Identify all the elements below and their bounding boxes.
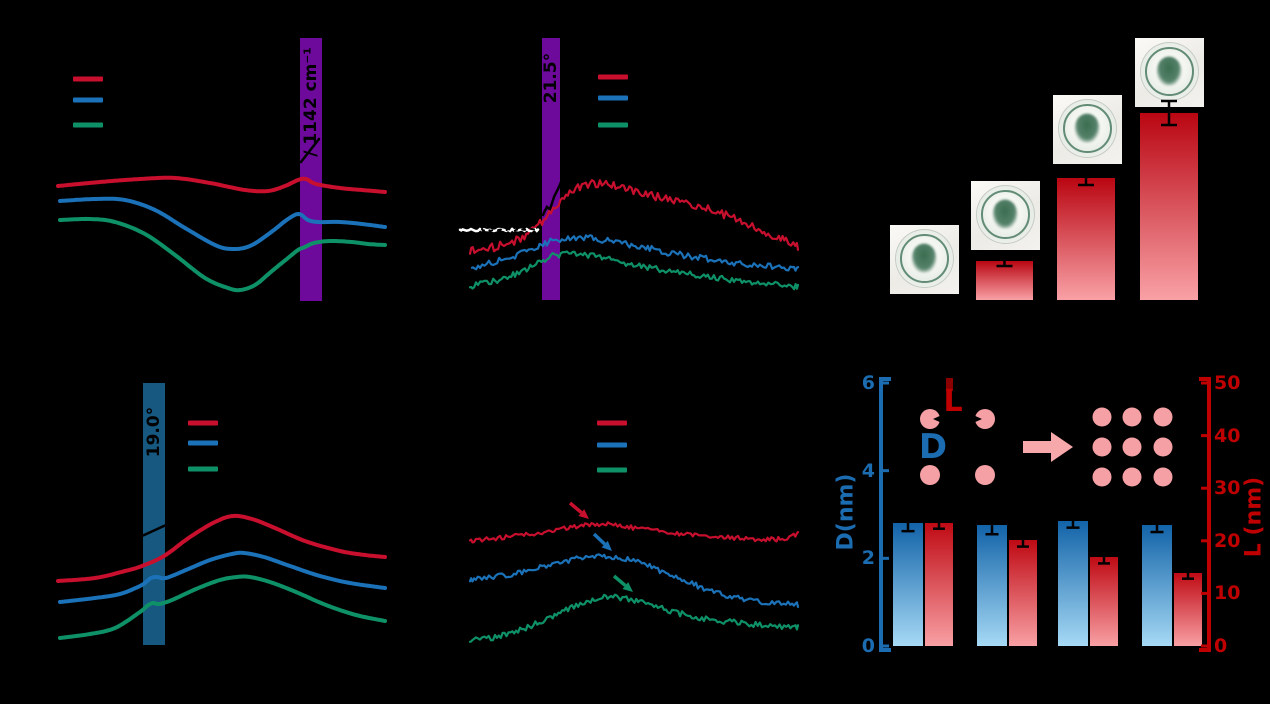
curve-d-green	[58, 574, 387, 640]
left-axis-title: D(nm)	[833, 473, 859, 551]
left-axis-tick-label: 4	[861, 459, 875, 482]
band-label-21-5: 21.5°	[541, 52, 561, 104]
curve-a-green	[58, 216, 387, 293]
legend-swatch-e-green	[597, 467, 627, 473]
annotation-b-2	[481, 227, 535, 233]
length-bar-4	[1174, 573, 1202, 646]
band-label-19-0: 19.0°	[144, 406, 164, 458]
university-seal	[894, 229, 955, 289]
schematic-particle-circle	[1153, 407, 1173, 427]
transform-arrow-icon	[1023, 432, 1073, 462]
diameter-bar-3	[1058, 521, 1088, 646]
diameter-bar-1	[893, 523, 923, 646]
legend-swatch-a-red	[73, 76, 103, 82]
sample-photo-2	[971, 181, 1040, 250]
curve-e-blue	[468, 553, 800, 608]
sample-photo-4	[1135, 38, 1204, 107]
peak-arrowhead-0	[578, 509, 589, 519]
legend-swatch-a-blue	[73, 97, 103, 103]
curve-b-red	[468, 179, 800, 255]
legend-swatch-b-red	[598, 74, 628, 80]
legend-swatch-b-green	[598, 122, 628, 128]
schematic-particle-circle	[1122, 437, 1142, 457]
legend-swatch-d-red	[188, 420, 218, 426]
l-distance-arrowhead-left	[933, 414, 943, 424]
diameter-bar-4	[1142, 525, 1172, 646]
right-axis-tick-label: 20	[1214, 529, 1241, 552]
length-bar-2	[1009, 539, 1037, 646]
legend-swatch-d-green	[188, 466, 218, 472]
peak-arrow-1	[592, 532, 606, 546]
schematic-particle-circle	[920, 409, 940, 429]
right-axis-tick-label: 40	[1214, 424, 1241, 447]
left-axis-line	[879, 377, 891, 652]
legend-swatch-d-blue	[188, 440, 218, 446]
growth-bar-4	[1140, 113, 1198, 300]
schematic-particle-circle	[1122, 407, 1142, 427]
schematic-particle-circle	[1092, 407, 1112, 427]
annotation-b-0	[541, 180, 563, 217]
growth-bar-3	[1057, 178, 1115, 300]
schematic-particle-circle	[975, 465, 995, 485]
length-bar-1	[925, 522, 953, 646]
left-axis-tick-label: 6	[861, 372, 875, 394]
schematic-particle-circle	[1153, 437, 1173, 457]
left-axis-tick-label: 0	[861, 635, 875, 657]
right-axis-tick-label: 30	[1214, 477, 1241, 500]
highlight-band-b	[542, 38, 560, 300]
l-label-tick	[946, 378, 953, 391]
diameter-bar-2	[977, 525, 1007, 646]
l-distance-arrowhead-right	[972, 414, 982, 424]
band-label-1142: / 1142 cm⁻¹	[301, 47, 321, 157]
curve-b-blue	[470, 234, 800, 272]
peak-arrowhead-1	[601, 540, 612, 551]
schematic-particle-circle	[1153, 467, 1173, 487]
sample-photo-3	[1053, 95, 1122, 164]
annotation-d-0	[140, 523, 168, 538]
peak-arrowhead-2	[622, 582, 633, 592]
legend-swatch-b-blue	[598, 95, 628, 101]
peak-arrow-2	[612, 574, 627, 587]
schematic-particle-circle	[920, 465, 940, 485]
right-axis-tick-label: 10	[1214, 582, 1241, 605]
left-axis-tick-label: 2	[861, 547, 875, 570]
annotation-a-0	[299, 137, 321, 164]
university-seal	[1139, 42, 1200, 102]
legend-swatch-e-blue	[597, 442, 627, 448]
curve-d-blue	[58, 550, 387, 604]
schematic-d-label: D	[918, 427, 948, 467]
peak-arrow-0	[568, 501, 583, 514]
right-axis-line	[1199, 377, 1211, 652]
university-seal	[1057, 99, 1118, 159]
legend-swatch-e-red	[597, 420, 627, 426]
legend-swatch-a-green	[73, 122, 103, 128]
curve-e-green	[468, 593, 800, 643]
growth-bar-2	[976, 261, 1033, 300]
length-bar-3	[1090, 556, 1118, 646]
curve-e-red	[468, 521, 800, 544]
schematic-particle-circle	[975, 409, 995, 429]
schematic-particle-circle	[1092, 467, 1112, 487]
schematic-particle-circle	[1092, 437, 1112, 457]
curve-a-red	[56, 175, 387, 194]
curve-b-green	[468, 250, 800, 291]
sample-photo-1	[890, 225, 959, 294]
schematic-l-label: L	[943, 384, 963, 419]
highlight-band-a	[300, 38, 322, 301]
curve-d-red	[56, 513, 387, 583]
right-axis-tick-label: 50	[1214, 372, 1241, 394]
right-axis-tick-label: 0	[1214, 635, 1228, 657]
schematic-particle-circle	[1122, 467, 1142, 487]
university-seal	[975, 185, 1036, 245]
curve-a-blue	[58, 196, 387, 251]
